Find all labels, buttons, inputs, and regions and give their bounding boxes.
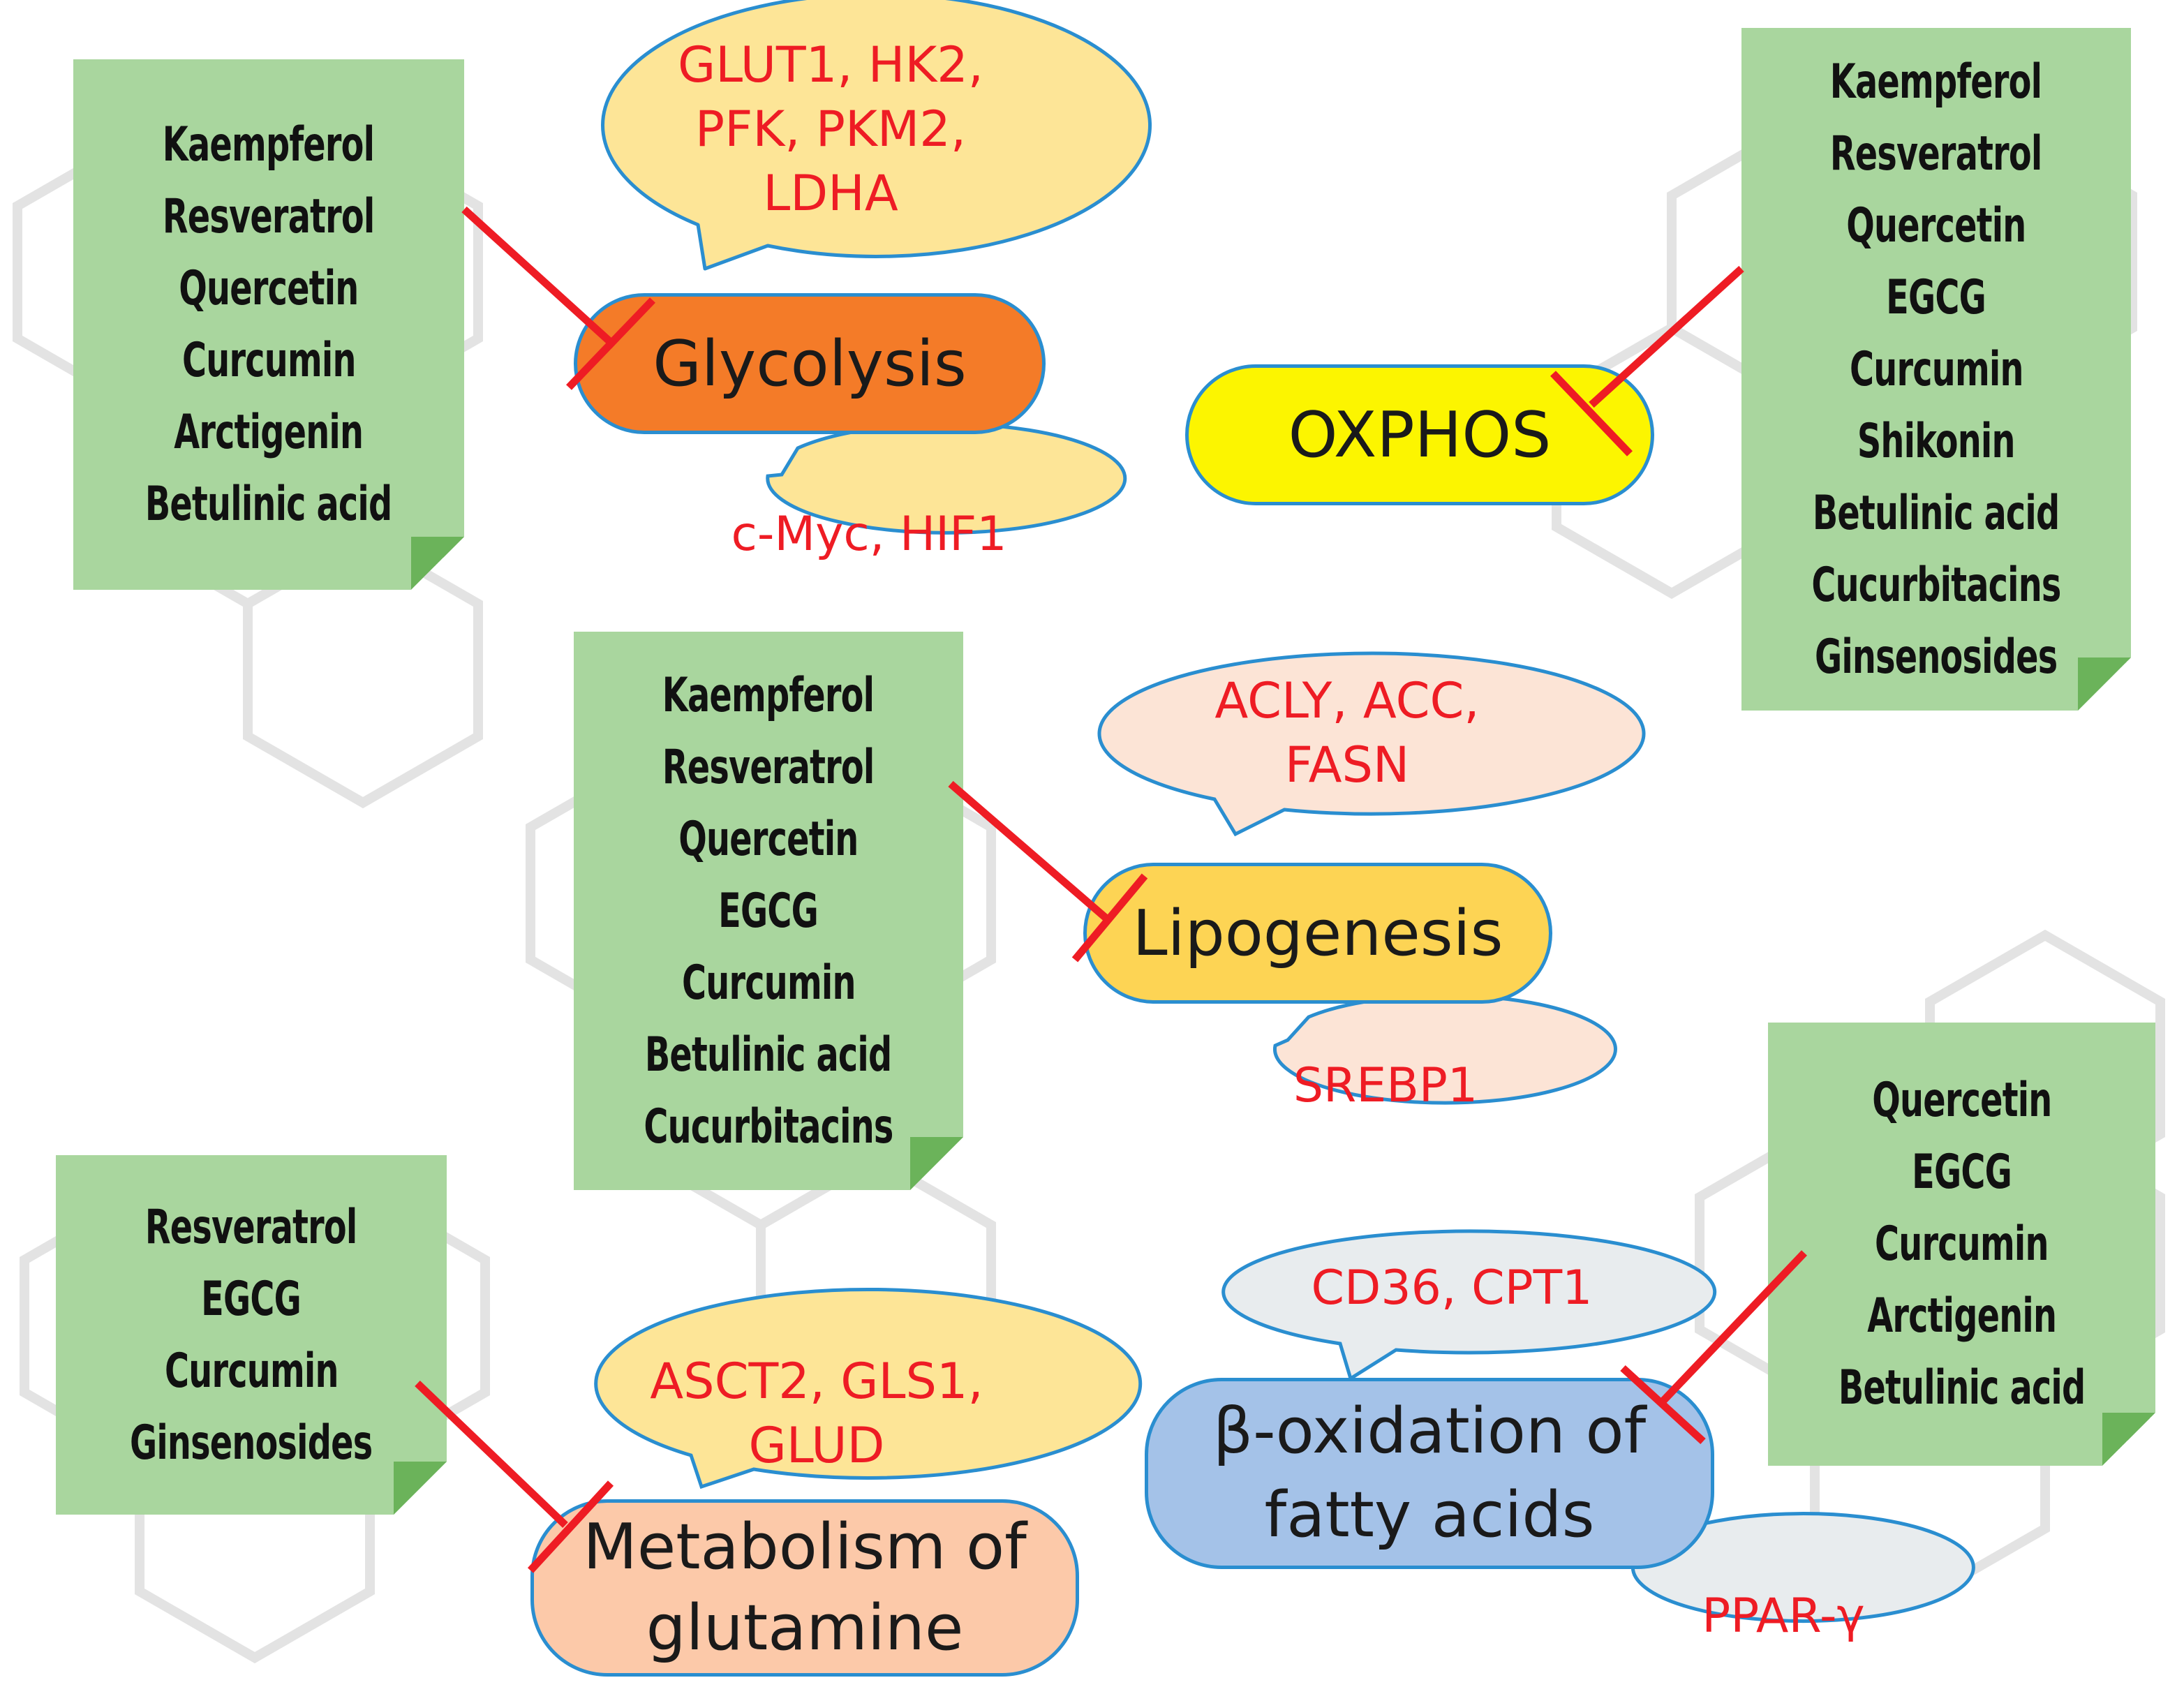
inhibitor-compound: Shikonin xyxy=(1857,413,2015,469)
bubble-glutamine-enzymes: ASCT2, GLS1, GLUD xyxy=(650,1353,983,1474)
process-beta-oxidation-label: β-oxidation of fatty acids xyxy=(1212,1395,1647,1552)
inhibitor-compound: Resveratrol xyxy=(145,1199,357,1255)
inhibitor-compound: Quercetin xyxy=(1846,198,2026,253)
process-glutamine: Metabolism of glutamine xyxy=(530,1499,1079,1677)
inhibitor-compound: Quercetin xyxy=(678,811,859,867)
process-beta-oxidation: β-oxidation of fatty acids xyxy=(1145,1378,1714,1569)
inhibitor-compound: Betulinic acid xyxy=(145,477,392,532)
inhibitor-compound: Betulinic acid xyxy=(645,1027,892,1083)
inhibitor-compound: Ginsenosides xyxy=(130,1415,373,1471)
bubble-glycolysis-regulators: c-Myc, HIF1 xyxy=(731,506,1007,562)
inhibitor-compound: Arctigenin xyxy=(174,405,364,460)
process-glycolysis-label: Glycolysis xyxy=(653,327,967,401)
process-glycolysis: Glycolysis xyxy=(574,293,1046,434)
inhibitor-compound: Cucurbitacins xyxy=(644,1099,893,1154)
process-oxphos: OXPHOS xyxy=(1185,364,1654,505)
inhibitor-compound: Quercetin xyxy=(179,261,359,316)
bubble-lipogenesis-enzymes-shape xyxy=(1097,651,1646,837)
inhibitor-compound: Betulinic acid xyxy=(1838,1360,2086,1416)
inhibitor-compound: Resveratrol xyxy=(1830,126,2042,181)
bubble-glycolysis-enzymes-shape xyxy=(601,0,1152,271)
inhibitor-compound: Cucurbitacins xyxy=(1811,557,2061,613)
inhibitor-compound: Kaempferol xyxy=(1830,54,2042,110)
inhibitor-compound: Resveratrol xyxy=(662,739,875,795)
bubble-beta-regulators-shape xyxy=(1630,1512,1975,1624)
bubble-glutamine-enzymes-shape xyxy=(594,1287,1143,1489)
inhibitor-compound: Quercetin xyxy=(1871,1073,2052,1128)
bubble-glycolysis-enzymes: GLUT1, HK2, PFK, PKM2, LDHA xyxy=(677,36,984,222)
inhibitor-compound: EGCG xyxy=(1886,269,1986,325)
inhibitor-compound: Curcumin xyxy=(164,1343,339,1399)
process-oxphos-label: OXPHOS xyxy=(1288,398,1552,472)
bubble-beta-enzymes: CD36, CPT1 xyxy=(1311,1260,1593,1316)
bubble-beta-enzymes-shape xyxy=(1221,1229,1717,1381)
process-glutamine-label: Metabolism of glutamine xyxy=(583,1510,1027,1665)
inhibitor-compound: EGCG xyxy=(1912,1145,2012,1200)
bubble-lipogenesis-enzymes: ACLY, ACC, FASN xyxy=(1214,672,1480,794)
bubble-lipogenesis-regulators: SREBP1 xyxy=(1293,1057,1478,1113)
inhibitor-compound: Betulinic acid xyxy=(1813,485,2060,541)
process-lipogenesis-label: Lipogenesis xyxy=(1132,896,1503,970)
bubble-beta-regulators: PPAR-γ xyxy=(1702,1588,1865,1644)
inhibitor-compound: Arctigenin xyxy=(1867,1288,2056,1344)
inhibitor-compound: Resveratrol xyxy=(163,189,375,244)
inhibitor-compound: Curcumin xyxy=(681,955,856,1011)
inhibitor-compound: Kaempferol xyxy=(163,117,375,172)
inhibitor-compound: Kaempferol xyxy=(662,667,875,723)
inhibitor-compound: Curcumin xyxy=(1875,1217,2049,1272)
inhibitor-compound: EGCG xyxy=(201,1271,302,1327)
inhibitor-compound: Curcumin xyxy=(1849,341,2023,397)
inhibitor-compound: Ginsenosides xyxy=(1815,629,2058,685)
inhibitor-compound: Curcumin xyxy=(181,333,356,388)
process-lipogenesis: Lipogenesis xyxy=(1083,863,1552,1004)
inhibitor-compound: EGCG xyxy=(718,883,819,939)
